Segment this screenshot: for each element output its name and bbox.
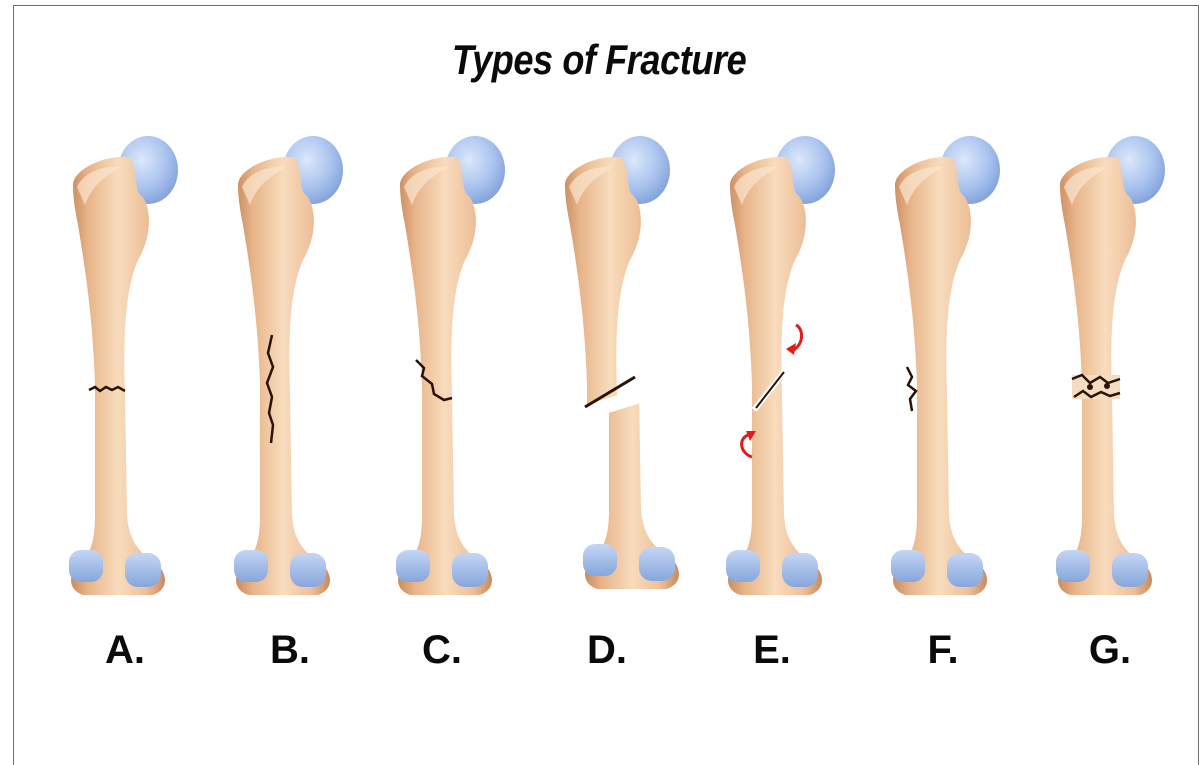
label-b: B. xyxy=(270,628,310,672)
label-e: E. xyxy=(753,628,791,672)
bone-e xyxy=(726,136,835,595)
label-d: D. xyxy=(587,628,627,672)
bone-a xyxy=(69,136,178,595)
bone-b xyxy=(234,136,343,595)
bone-c xyxy=(396,136,505,595)
bone-g xyxy=(1056,136,1165,595)
label-a: A. xyxy=(105,628,145,672)
bone-f xyxy=(891,136,1000,595)
label-c: C. xyxy=(422,628,462,672)
label-f: F. xyxy=(927,628,958,672)
bone-d xyxy=(561,130,692,595)
label-g: G. xyxy=(1089,628,1131,672)
